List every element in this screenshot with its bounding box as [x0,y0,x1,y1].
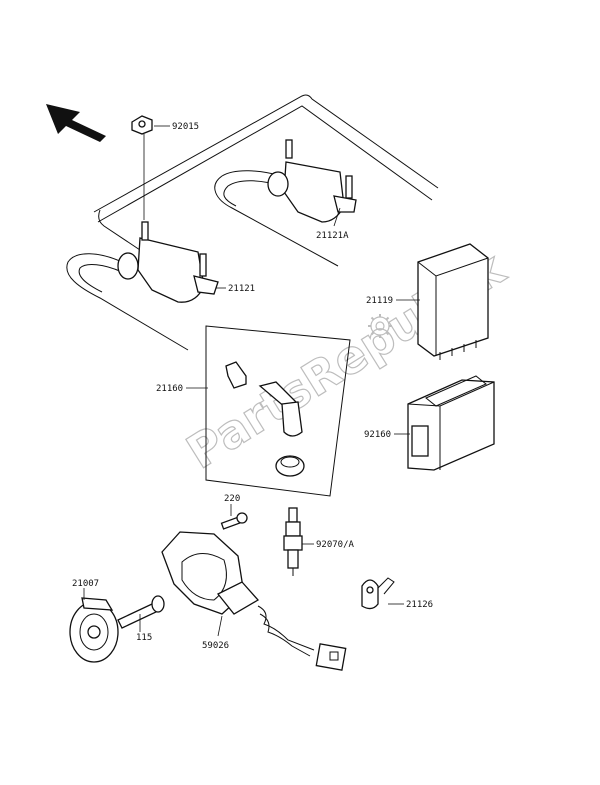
gear-icon [368,314,392,338]
bolt-220 [220,512,248,530]
callout-leaders [83,125,420,637]
bracket-92160 [407,375,495,471]
nut-92015 [131,115,153,220]
bolt-115 [117,595,165,629]
callout-92160: 92160 [364,430,391,440]
arrow-up-left-icon [46,104,106,142]
ignition-coil-rear [214,139,357,267]
callout-220: 220 [224,494,240,504]
callout-21126: 21126 [406,600,433,610]
callout-92070a: 92070/A [316,540,355,550]
callout-59026: 59026 [202,641,229,651]
plug-cap-set [205,325,351,497]
pickup-coil [161,531,347,671]
rotor-21007 [69,597,119,663]
wire-harness [93,94,439,251]
clamp-21126 [361,577,395,610]
callout-92015: 92015 [172,122,199,132]
callout-21121a: 21121A [316,231,349,241]
callout-115: 115 [136,633,152,643]
callout-21121: 21121 [228,284,255,294]
spark-plug [283,507,303,576]
ignition-coil-front [66,221,219,351]
callout-21160: 21160 [156,384,183,394]
callout-21119: 21119 [366,296,393,306]
callout-21007: 21007 [72,579,99,589]
ic-igniter [417,243,489,360]
